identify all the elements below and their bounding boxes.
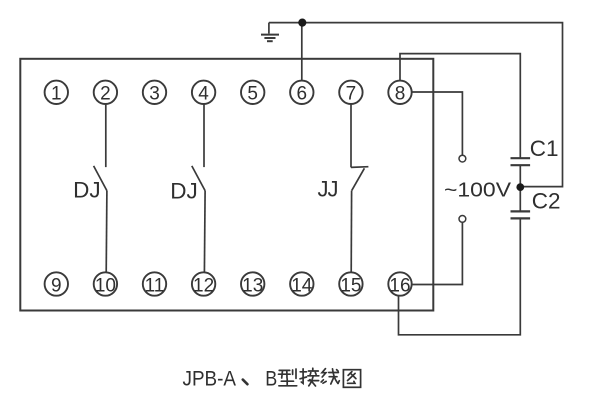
- svg-text:9: 9: [51, 275, 62, 296]
- svg-text:3: 3: [149, 84, 160, 105]
- svg-text:6: 6: [297, 84, 308, 105]
- svg-text:13: 13: [242, 275, 263, 296]
- svg-text:8: 8: [395, 84, 406, 105]
- svg-text:1: 1: [51, 84, 62, 105]
- svg-text:DJ: DJ: [170, 178, 198, 203]
- svg-text:2: 2: [100, 84, 111, 105]
- svg-text:12: 12: [193, 275, 214, 296]
- svg-text:B: B: [265, 368, 277, 391]
- svg-text:~100V: ~100V: [444, 180, 512, 202]
- svg-text:4: 4: [198, 84, 209, 105]
- svg-text:C1: C1: [530, 136, 559, 161]
- svg-text:C2: C2: [532, 188, 561, 213]
- svg-text:14: 14: [291, 275, 313, 296]
- svg-text:5: 5: [247, 84, 258, 105]
- svg-text:JPB-A: JPB-A: [183, 368, 237, 391]
- svg-text:JJ: JJ: [318, 177, 338, 202]
- svg-text:16: 16: [389, 275, 410, 296]
- svg-text:DJ: DJ: [73, 177, 101, 202]
- svg-text:15: 15: [340, 275, 361, 296]
- svg-text:11: 11: [145, 275, 165, 296]
- svg-text:7: 7: [346, 84, 357, 105]
- svg-text:10: 10: [95, 275, 116, 296]
